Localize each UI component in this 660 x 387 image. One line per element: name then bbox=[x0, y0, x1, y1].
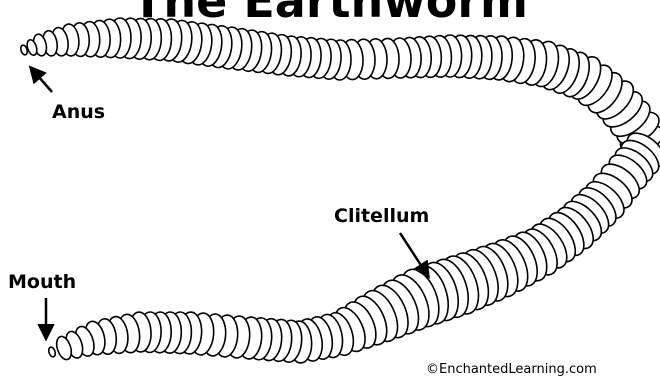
anus-arrow-icon bbox=[31, 68, 52, 92]
mouth-label: Mouth bbox=[8, 271, 76, 293]
clitellum-label: Clitellum bbox=[334, 205, 429, 227]
worm-segment bbox=[48, 346, 57, 357]
anus-label: Anus bbox=[52, 101, 105, 123]
copyright-text: ©EnchantedLearning.com bbox=[426, 362, 597, 377]
earthworm-body bbox=[20, 18, 660, 364]
